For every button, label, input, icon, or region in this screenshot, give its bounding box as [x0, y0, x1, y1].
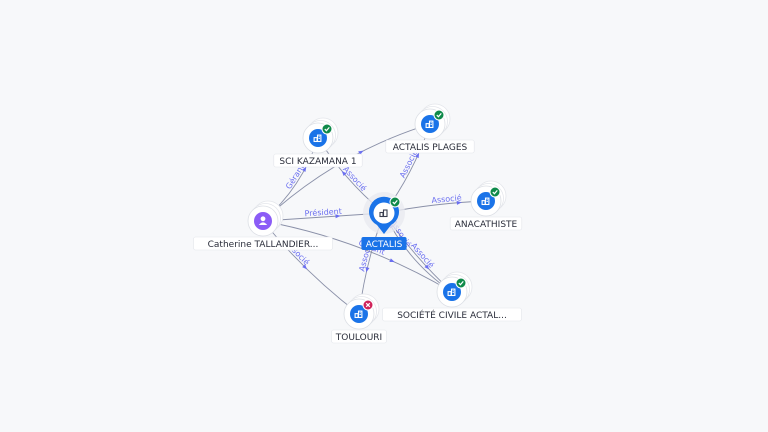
edge-arrow: [424, 264, 430, 270]
edge-arrow: [301, 166, 307, 172]
person-icon: [258, 216, 268, 225]
company-icon: [425, 120, 434, 129]
edge-arrow: [415, 152, 420, 159]
edge-label: Associé: [341, 164, 369, 193]
company-icon: [354, 310, 363, 319]
company-icon: [447, 288, 456, 297]
edge-catherine-scivile[interactable]: [262, 220, 453, 293]
edge-arrow: [358, 150, 364, 155]
close-badge-icon: [362, 299, 374, 311]
node-label-bg: [331, 329, 387, 344]
node-label-text: SOCIÉTÉ CIVILE ACTAL...: [397, 309, 507, 321]
check-badge-icon: [489, 186, 501, 198]
center-label-text: ACTALIS: [366, 240, 403, 250]
node-label[interactable]: ANACATHISTE: [449, 216, 523, 231]
edge-arrow: [365, 266, 370, 273]
company-icon: [313, 134, 322, 143]
check-badge-icon: [321, 123, 333, 135]
edge-label: Président: [304, 206, 342, 218]
edge-label: Associé: [409, 240, 437, 269]
node-scivile[interactable]: SOCIÉTÉ CIVILE ACTAL...: [382, 271, 522, 322]
node-label-bg: [193, 236, 333, 251]
node-label-bg: [382, 307, 522, 322]
node-actalis-center[interactable]: ACTALIS: [361, 192, 407, 250]
node-label[interactable]: SOCIÉTÉ CIVILE ACTAL...: [382, 307, 522, 322]
edge-arrow: [341, 170, 347, 177]
node-label[interactable]: SCI KAZAMANA 1: [273, 153, 363, 168]
node-label[interactable]: Catherine TALLANDIER...: [193, 236, 333, 251]
edge-arrow: [389, 258, 395, 263]
node-catherine[interactable]: Catherine TALLANDIER...: [193, 200, 333, 251]
company-icon: [379, 209, 388, 218]
node-label-bg: [273, 153, 363, 168]
node-label[interactable]: TOULOURI: [331, 329, 387, 344]
edge-catherine-toulouri[interactable]: [262, 220, 360, 315]
node-label-text: ACTALIS PLAGES: [393, 143, 468, 153]
node-sci[interactable]: SCI KAZAMANA 1: [273, 117, 363, 168]
edge-label: Associé: [431, 192, 462, 205]
edge-arrow: [302, 264, 308, 270]
node-label-text: ANACATHISTE: [455, 220, 518, 230]
check-badge-icon: [455, 277, 467, 289]
edge-arrow: [335, 214, 341, 219]
node-label-text: Catherine TALLANDIER...: [208, 240, 319, 250]
node-label-bg: [449, 216, 523, 231]
edge-arrow: [456, 200, 462, 205]
node-toulouri[interactable]: TOULOURI: [331, 293, 387, 344]
check-badge-icon: [433, 109, 445, 121]
center-label-bg: [361, 237, 407, 250]
node-anacathiste[interactable]: ANACATHISTE: [449, 180, 523, 231]
node-label[interactable]: ACTALIS PLAGES: [385, 139, 475, 154]
nodes-layer: SCI KAZAMANA 1 ACTALIS PLAGES ANACATHISTE C…: [193, 103, 523, 344]
node-label-bg: [385, 139, 475, 154]
check-badge-icon: [389, 196, 401, 208]
node-label-text: TOULOURI: [335, 333, 382, 343]
node-label-text: SCI KAZAMANA 1: [279, 157, 356, 167]
company-icon: [481, 197, 490, 206]
node-plages[interactable]: ACTALIS PLAGES: [385, 103, 475, 154]
